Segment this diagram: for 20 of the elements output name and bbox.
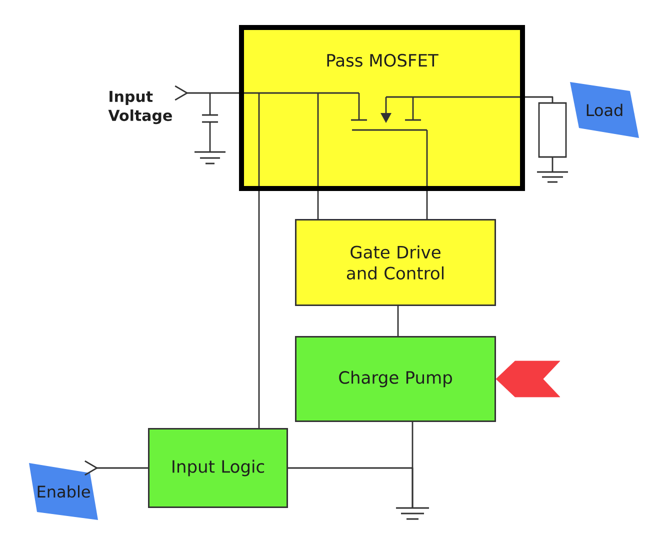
wire [397,306,399,336]
terminal-tag: Enable [29,463,98,520]
ground-symbol [536,171,569,183]
terminal-tag: Load [570,82,639,138]
wire [288,467,414,508]
resistor-symbol [538,102,567,158]
terminal-label: Input Voltage [108,90,172,124]
mosfet-block: Pass MOSFET [239,25,525,191]
wire [317,191,319,219]
process-box: Charge Pump [295,336,496,422]
wire [84,460,148,476]
ground-symbol [395,507,430,520]
pointer-arrow [496,360,560,398]
wire [258,191,260,428]
wire [174,85,239,101]
wire [426,191,428,219]
process-box: Gate Drive and Control [295,219,496,306]
wire [525,96,554,103]
process-box: Input Logic [148,428,288,508]
wire [552,157,554,172]
